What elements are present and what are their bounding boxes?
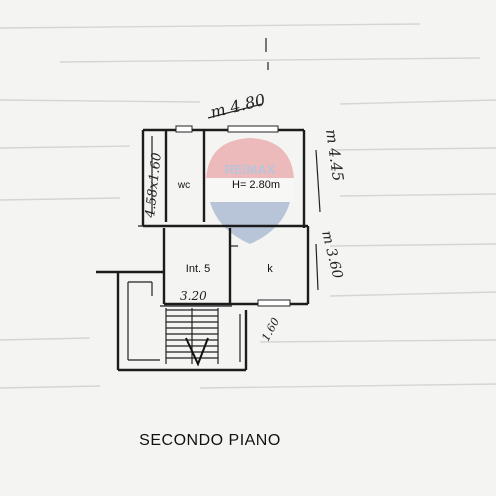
right-lower-dimension: m 3.60 (318, 229, 345, 280)
room-label-wc: wc (177, 180, 190, 191)
remax-logo-text: RE/MAX (225, 162, 276, 177)
window-top-left (175, 125, 193, 133)
window-top-right (227, 125, 279, 133)
room-label-kitchen: k (267, 263, 273, 275)
stair-treads (165, 308, 219, 367)
floor-caption: SECONDO PIANO (139, 432, 281, 449)
right-upper-dimension: m 4.45 (322, 128, 347, 182)
upper-block (138, 125, 308, 228)
background-scan-lines (0, 23, 496, 389)
room-label-stair-room: Int. 5 (186, 263, 210, 275)
stair-note: 3.20 (180, 289, 207, 303)
left-dimension: 4.58x1.60 (143, 152, 165, 219)
balloon-bottom (210, 202, 290, 244)
balloon-top (206, 138, 294, 180)
stair-block (96, 270, 248, 372)
room-label-living: H= 2.80m (232, 179, 280, 191)
remax-watermark: RE/MAX (206, 138, 294, 244)
window-bottom (257, 299, 291, 307)
balloon-band (206, 178, 294, 202)
lower-block (162, 226, 310, 307)
lower-right-note: 1.60 (259, 316, 282, 344)
dimension-marks (151, 38, 321, 291)
stair-arrow (185, 337, 209, 367)
top-dimension: m 4.80 (208, 90, 267, 122)
